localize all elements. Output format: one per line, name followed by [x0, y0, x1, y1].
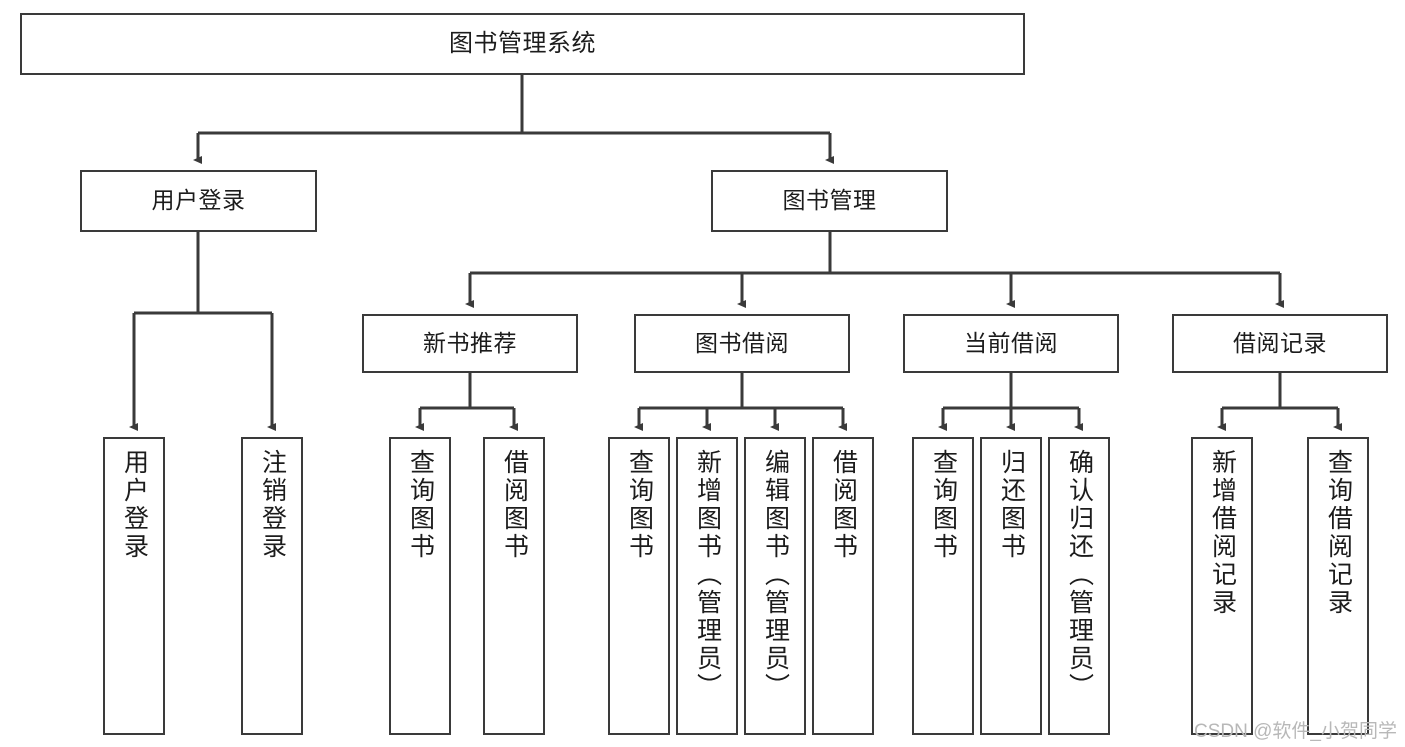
- leaf-logout-label: 注销登录: [258, 449, 287, 561]
- node-borrow-records-label: 借阅记录: [1233, 329, 1327, 356]
- leaf-return-book[interactable]: 归还图书: [980, 437, 1042, 735]
- leaf-edit-book-admin-label: 编辑图书（管理员）: [761, 449, 790, 701]
- node-user-login-label: 用户登录: [151, 187, 246, 214]
- leaf-query-book-recommend-label: 查询图书: [406, 449, 435, 561]
- leaf-return-book-label: 归还图书: [997, 449, 1026, 561]
- leaf-query-book-borrow[interactable]: 查询图书: [608, 437, 670, 735]
- leaf-add-book-admin-label: 新增图书（管理员）: [693, 449, 722, 701]
- leaf-user-login[interactable]: 用户登录: [103, 437, 165, 735]
- leaf-confirm-return-admin-label: 确认归还（管理员）: [1065, 449, 1094, 701]
- node-new-book-recommend[interactable]: 新书推荐: [362, 314, 578, 373]
- node-book-management[interactable]: 图书管理: [711, 170, 948, 232]
- node-user-login[interactable]: 用户登录: [80, 170, 317, 232]
- node-current-borrow-label: 当前借阅: [964, 329, 1058, 356]
- node-current-borrow[interactable]: 当前借阅: [903, 314, 1119, 373]
- leaf-user-login-label: 用户登录: [120, 449, 149, 561]
- node-borrow-records[interactable]: 借阅记录: [1172, 314, 1388, 373]
- node-new-book-recommend-label: 新书推荐: [423, 329, 517, 356]
- leaf-add-borrow-record[interactable]: 新增借阅记录: [1191, 437, 1253, 735]
- node-book-borrow[interactable]: 图书借阅: [634, 314, 850, 373]
- leaf-confirm-return-admin[interactable]: 确认归还（管理员）: [1048, 437, 1110, 735]
- node-book-borrow-label: 图书借阅: [695, 329, 789, 356]
- leaf-logout[interactable]: 注销登录: [241, 437, 303, 735]
- leaf-query-book-borrow-label: 查询图书: [625, 449, 654, 561]
- leaf-query-borrow-record-label: 查询借阅记录: [1324, 449, 1353, 617]
- leaf-edit-book-admin[interactable]: 编辑图书（管理员）: [744, 437, 806, 735]
- leaf-add-borrow-record-label: 新增借阅记录: [1208, 449, 1237, 617]
- node-root[interactable]: 图书管理系统: [20, 13, 1025, 75]
- leaf-query-book-current-label: 查询图书: [929, 449, 958, 561]
- leaf-borrow-book-label: 借阅图书: [829, 449, 858, 561]
- node-root-label: 图书管理系统: [449, 29, 596, 57]
- leaf-borrow-book-recommend-label: 借阅图书: [500, 449, 529, 561]
- node-book-management-label: 图书管理: [782, 187, 877, 214]
- leaf-query-borrow-record[interactable]: 查询借阅记录: [1307, 437, 1369, 735]
- leaf-add-book-admin[interactable]: 新增图书（管理员）: [676, 437, 738, 735]
- watermark-text: CSDN @软件_小贺同学: [1194, 721, 1397, 742]
- leaf-borrow-book[interactable]: 借阅图书: [812, 437, 874, 735]
- leaf-query-book-recommend[interactable]: 查询图书: [389, 437, 451, 735]
- leaf-borrow-book-recommend[interactable]: 借阅图书: [483, 437, 545, 735]
- leaf-query-book-current[interactable]: 查询图书: [912, 437, 974, 735]
